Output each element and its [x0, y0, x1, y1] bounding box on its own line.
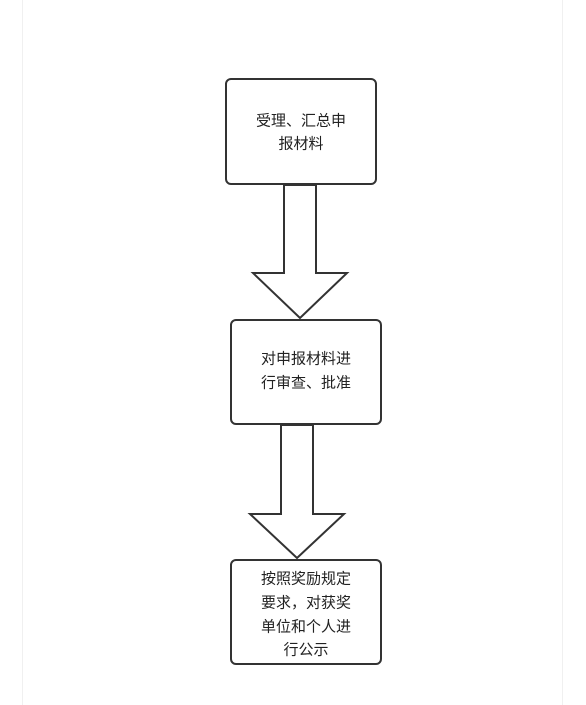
flow-step-2-line-2: 行审查、批准 — [261, 374, 351, 392]
flow-step-3-line-3: 单位和个人进 — [261, 618, 351, 636]
flow-step-3-line-4: 行公示 — [283, 641, 328, 659]
down-arrow-icon — [250, 184, 350, 320]
flow-step-3-box — [230, 559, 382, 665]
flow-step-public-announcement[interactable]: 按照奖励规定 要求，对获奖 单位和个人进 行公示 — [230, 559, 382, 665]
flow-step-2-box — [230, 319, 382, 425]
flow-step-1-box — [225, 78, 377, 185]
flow-step-accept-materials[interactable]: 受理、汇总申 报材料 — [225, 78, 377, 185]
flow-step-3-line-2: 要求，对获奖 — [261, 594, 351, 612]
down-arrow-icon — [247, 424, 347, 560]
flow-step-1-line-2: 报材料 — [278, 135, 323, 153]
flow-step-review-approve[interactable]: 对申报材料进 行审查、批准 — [230, 319, 382, 425]
flow-step-1-line-1: 受理、汇总申 — [256, 112, 346, 130]
flow-step-2-line-1: 对申报材料进 — [261, 350, 351, 368]
flow-arrow-1 — [250, 184, 350, 320]
flow-step-3-line-1: 按照奖励规定 — [261, 570, 351, 588]
flow-arrow-2 — [247, 424, 347, 560]
